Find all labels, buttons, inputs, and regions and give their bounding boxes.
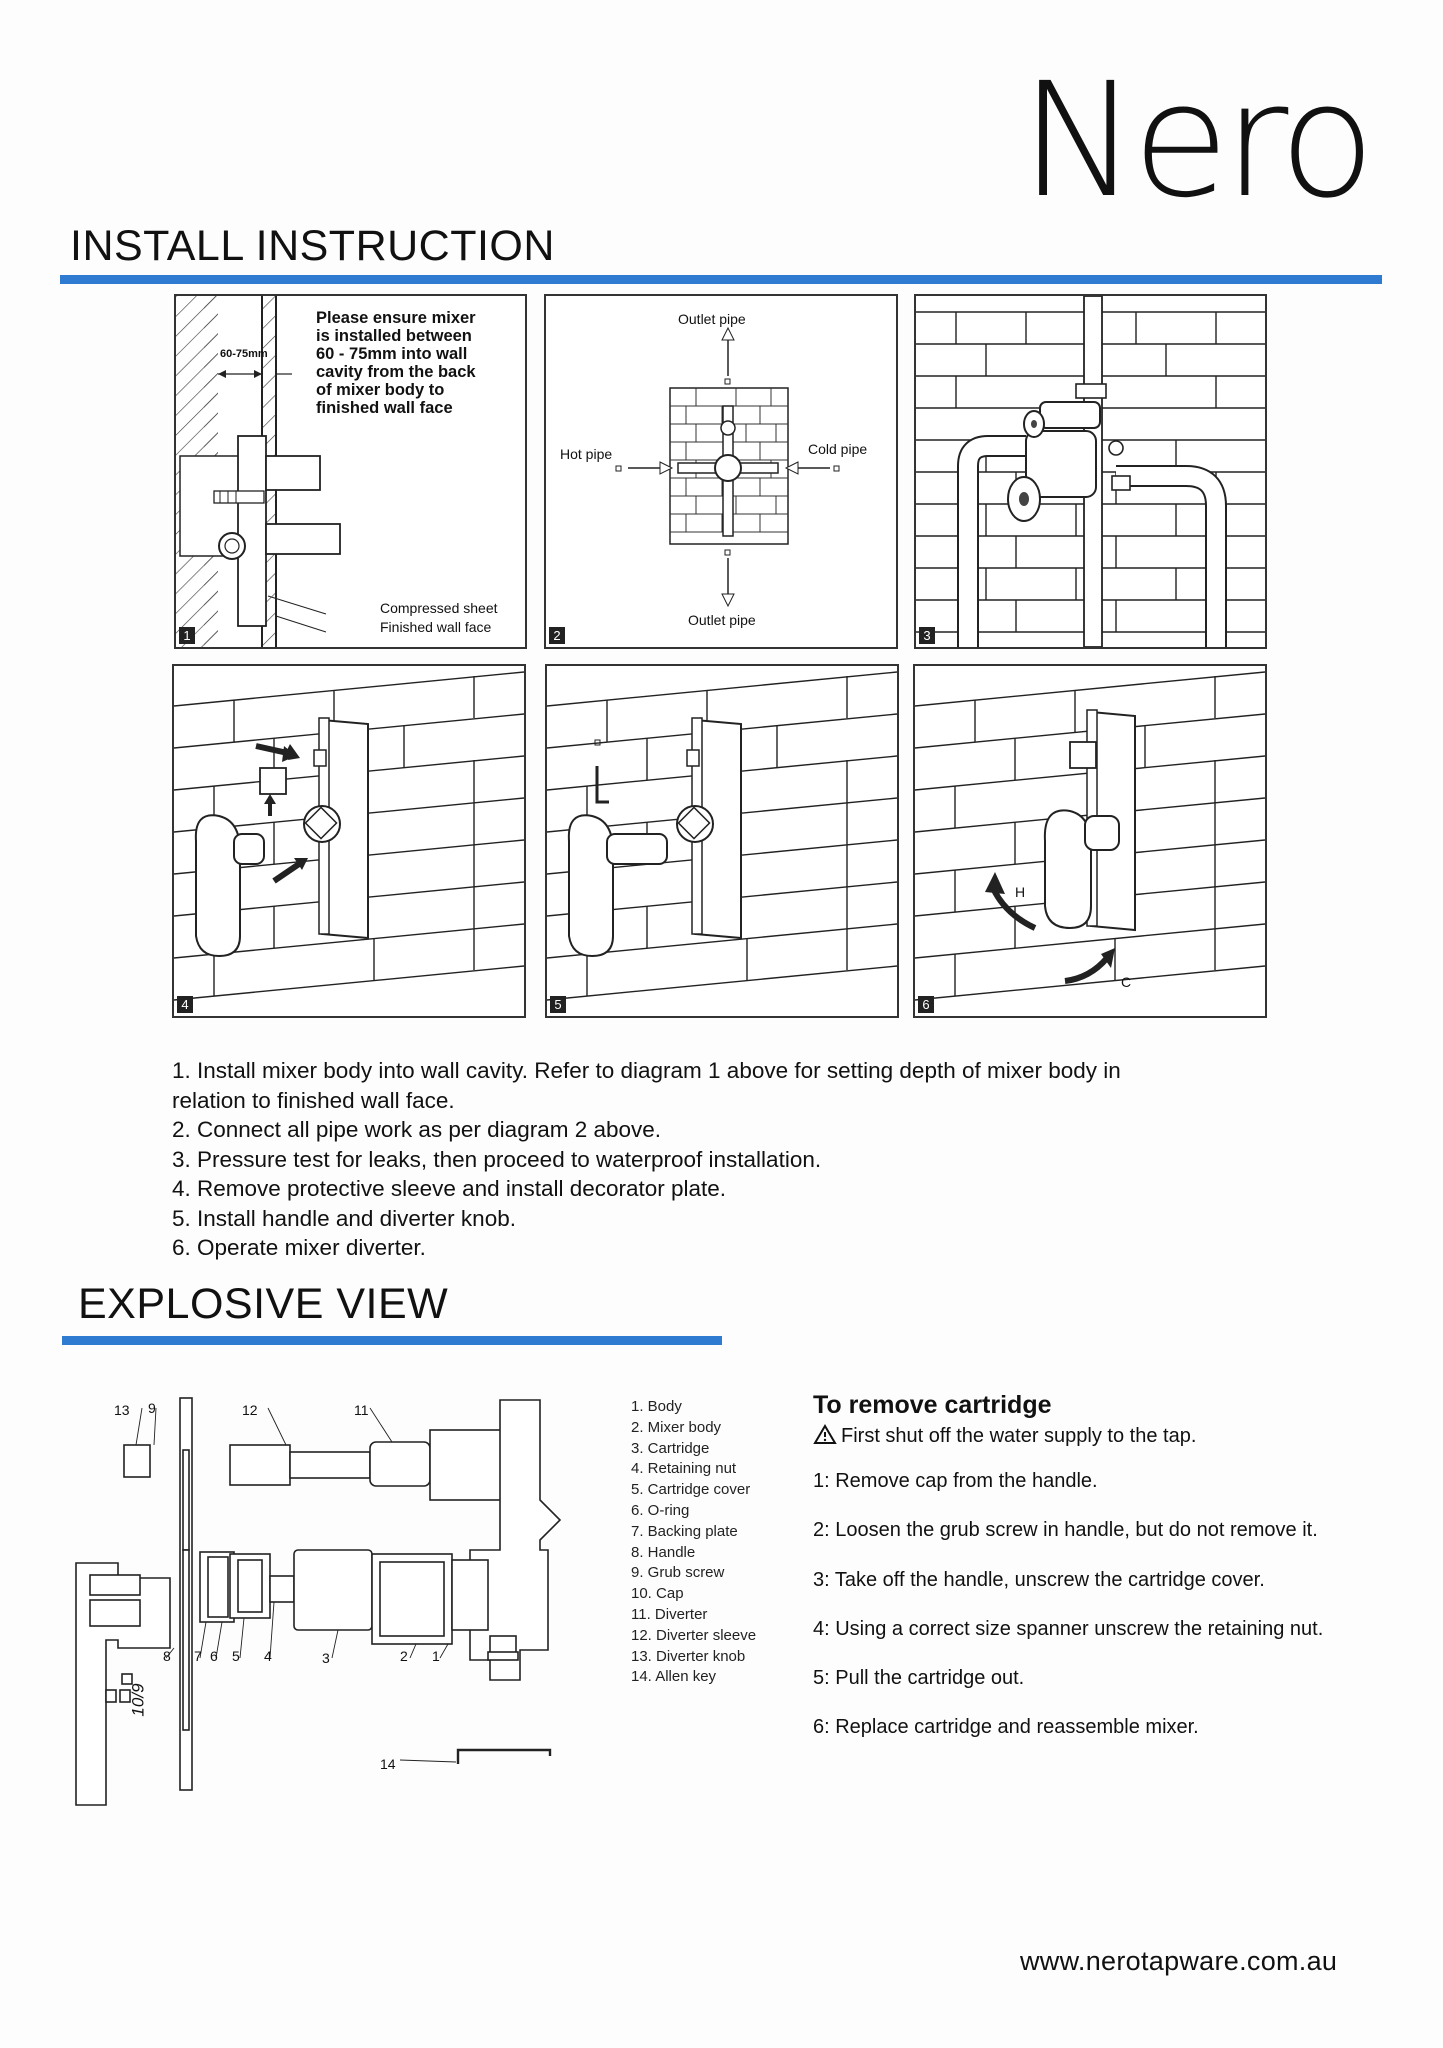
panel-number: 3 [919, 627, 935, 644]
panel-number: 6 [918, 996, 934, 1013]
callout-2: 2 [400, 1648, 408, 1664]
install-step: 4. Remove protective sleeve and install … [172, 1176, 727, 1201]
callout-13: 13 [114, 1402, 130, 1418]
callout-10-9: 10/9 [128, 1683, 148, 1717]
parts-list-item: 1. Body [631, 1398, 682, 1415]
install-heading: INSTALL INSTRUCTION [70, 222, 555, 270]
parts-list-item: 6. O-ring [631, 1501, 690, 1519]
callout-7: 7 [194, 1648, 202, 1664]
parts-list-item: 2. Mixer body [631, 1418, 722, 1436]
hot-direction-label: H [1015, 884, 1026, 900]
website-url[interactable]: www.nerotapware.com.au [1020, 1946, 1338, 1976]
parts-list-item: 3. Cartridge [631, 1439, 710, 1457]
callout-4: 4 [264, 1648, 272, 1664]
install-step: 6. Operate mixer diverter. [172, 1235, 426, 1260]
outlet-pipe-bottom-label: Outlet pipe [688, 612, 756, 628]
callout-compressed-sheet: Compressed sheet [380, 600, 498, 616]
callout-8: 8 [163, 1648, 171, 1664]
diagram-panel-3: 3 [914, 294, 1267, 649]
cold-pipe-label: Cold pipe [808, 441, 868, 457]
remove-cartridge-step: 6: Replace cartridge and reassemble mixe… [813, 1716, 1199, 1738]
remove-cartridge-step: 3: Take off the handle, unscrew the cart… [813, 1569, 1265, 1591]
diagram-panel-2: Outlet pipe Hot pipe Cold pipe Outlet pi… [544, 294, 898, 649]
remove-cartridge-step: 2: Loosen the grub screw in handle, but … [813, 1519, 1318, 1541]
callout-9: 9 [148, 1400, 156, 1416]
diagram-panel-6: H C 6 [913, 664, 1267, 1018]
decorator-plate-install-illustration [174, 671, 524, 1001]
install-steps: 1. Install mixer body into wall cavity. … [172, 1056, 1272, 1263]
cold-direction-label: C [1121, 974, 1132, 990]
remove-cartridge-warning: First shut off the water supply to the t… [813, 1424, 1196, 1448]
install-step: relation to finished wall face. [172, 1087, 455, 1113]
callout-14: 14 [380, 1756, 396, 1772]
diverter-operation-illustration [915, 671, 1265, 1001]
nero-logo: Nero [1020, 49, 1376, 233]
explosive-view-heading: EXPLOSIVE VIEW [78, 1280, 449, 1328]
parts-list-item: 7. Backing plate [631, 1522, 738, 1540]
explosive-heading-rule [62, 1336, 722, 1345]
diagram-panel-4: 4 [172, 664, 526, 1018]
remove-cartridge-step: 4: Using a correct size spanner unscrew … [813, 1618, 1324, 1640]
install-step: 3. Pressure test for leaks, then proceed… [172, 1146, 822, 1172]
parts-list-item: 4. Retaining nut [631, 1460, 737, 1478]
wall-cavity-section-illustration [176, 296, 341, 647]
callout-12: 12 [242, 1402, 258, 1418]
panel-number: 1 [179, 627, 195, 644]
callout-finished-wall-face: Finished wall face [380, 619, 492, 635]
callout-3: 3 [322, 1650, 330, 1666]
parts-list-item: 13. Diverter knob [631, 1647, 746, 1665]
panel-number: 2 [549, 627, 565, 644]
remove-cartridge-title: To remove cartridge [813, 1391, 1052, 1419]
parts-list-item: 14. Allen key [631, 1668, 717, 1686]
parts-list: 1. Body 2. Mixer body 3. Cartridge 4. Re… [631, 1397, 756, 1688]
install-step: 1. Install mixer body into wall cavity. … [172, 1058, 1121, 1083]
install-step: 2. Connect all pipe work as per diagram … [172, 1117, 662, 1142]
exploded-parts-diagram: 13 9 12 11 8 7 6 5 4 3 2 1 14 10/9 [70, 1390, 630, 1810]
callout-11: 11 [354, 1402, 369, 1418]
hot-pipe-label: Hot pipe [560, 446, 613, 462]
remove-cartridge-step: 1: Remove cap from the handle. [813, 1470, 1098, 1492]
parts-list-item: 8. Handle [631, 1543, 696, 1561]
parts-list-item: 11. Diverter [631, 1605, 708, 1623]
parts-list-item: 5. Cartridge cover [631, 1481, 751, 1499]
pipework-illustration [916, 296, 1265, 647]
install-step: 5. Install handle and diverter knob. [172, 1205, 516, 1231]
diagram-panel-5: 5 [545, 664, 899, 1018]
pipe-connection-illustration [615, 326, 840, 608]
exploded-view-illustration [75, 1397, 562, 1806]
callout-5: 5 [232, 1648, 240, 1664]
callout-6: 6 [210, 1648, 218, 1664]
cavity-depth-dimension: 60-75mm [220, 348, 268, 360]
panel-number: 5 [550, 996, 566, 1013]
parts-list-item: 10. Cap [631, 1585, 684, 1603]
install-heading-rule [60, 275, 1382, 284]
handle-install-illustration [547, 671, 897, 1001]
warning-triangle-icon [813, 1424, 837, 1444]
outlet-pipe-top-label: Outlet pipe [678, 311, 746, 327]
remove-cartridge-step: 5: Pull the cartridge out. [813, 1667, 1025, 1689]
callout-1: 1 [432, 1648, 440, 1664]
parts-list-item: 9. Grub screw [631, 1564, 725, 1582]
parts-list-item: 12. Diverter sleeve [631, 1626, 757, 1644]
panel-number: 4 [177, 996, 193, 1013]
